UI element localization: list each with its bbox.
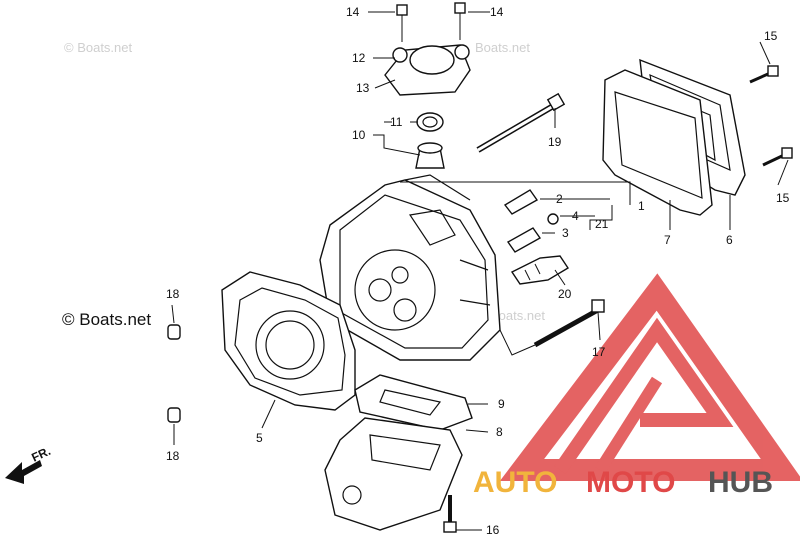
dowel-18-top [167, 324, 181, 340]
thermostat-seal [416, 112, 444, 132]
watermark-middle: Boats.net [490, 308, 545, 323]
label-18-top: 18 [166, 287, 180, 301]
logo-triangle [499, 273, 800, 481]
head-gasket [221, 271, 356, 411]
logo-text: AUTO MOTO HUB [473, 466, 773, 499]
label-11: 11 [390, 115, 403, 129]
label-17: 17 [592, 345, 606, 359]
thermostat-cover [384, 44, 471, 96]
spark-plug [510, 255, 569, 285]
bolt-19 [476, 92, 566, 153]
label-19: 19 [548, 135, 562, 149]
label-21: 21 [595, 217, 609, 231]
direction-label: FR. [29, 444, 52, 465]
label-18-bottom: 18 [166, 449, 180, 463]
label-1: 1 [638, 199, 645, 213]
label-10: 10 [352, 128, 366, 142]
label-14-right: 14 [490, 5, 504, 19]
label-13: 13 [356, 81, 370, 95]
label-4: 4 [572, 209, 579, 223]
watermark-top-left: © Boats.net [64, 40, 133, 55]
dowel-pin-3 [506, 227, 542, 253]
dowel-18-bottom [167, 407, 181, 423]
bolt-16 [443, 495, 457, 533]
exhaust-manifold [324, 417, 463, 531]
cover-gasket [602, 69, 713, 216]
bolt-14-left [396, 4, 408, 42]
watermark-top-center: Boats.net [475, 40, 530, 55]
label-16: 16 [486, 523, 500, 537]
label-7: 7 [664, 233, 671, 247]
label-2: 2 [556, 192, 563, 206]
label-12: 12 [352, 51, 366, 65]
label-14-left: 14 [346, 5, 360, 19]
logo-text-moto: MOTO [586, 466, 675, 499]
manifold-gasket [354, 374, 473, 431]
bolt-14-right [454, 2, 466, 40]
bolt-17 [533, 299, 605, 348]
label-3: 3 [562, 226, 569, 240]
thermostat [415, 142, 445, 169]
label-5: 5 [256, 431, 263, 445]
label-9: 9 [498, 397, 505, 411]
label-20: 20 [558, 287, 572, 301]
copyright-text: © Boats.net [62, 310, 151, 329]
leader-lines [171, 11, 789, 531]
logo-text-hub: HUB [708, 466, 773, 499]
dowel-pin-2 [503, 189, 539, 215]
label-15-top: 15 [764, 29, 778, 43]
logo-text-auto: AUTO [473, 466, 557, 499]
bolt-15-top [749, 65, 779, 84]
front-direction-arrow: FR. [5, 444, 53, 484]
label-15-bottom: 15 [776, 191, 790, 205]
label-8: 8 [496, 425, 503, 439]
bolt-15-bottom [762, 147, 793, 167]
label-6: 6 [726, 233, 733, 247]
clip-4 [547, 213, 559, 225]
